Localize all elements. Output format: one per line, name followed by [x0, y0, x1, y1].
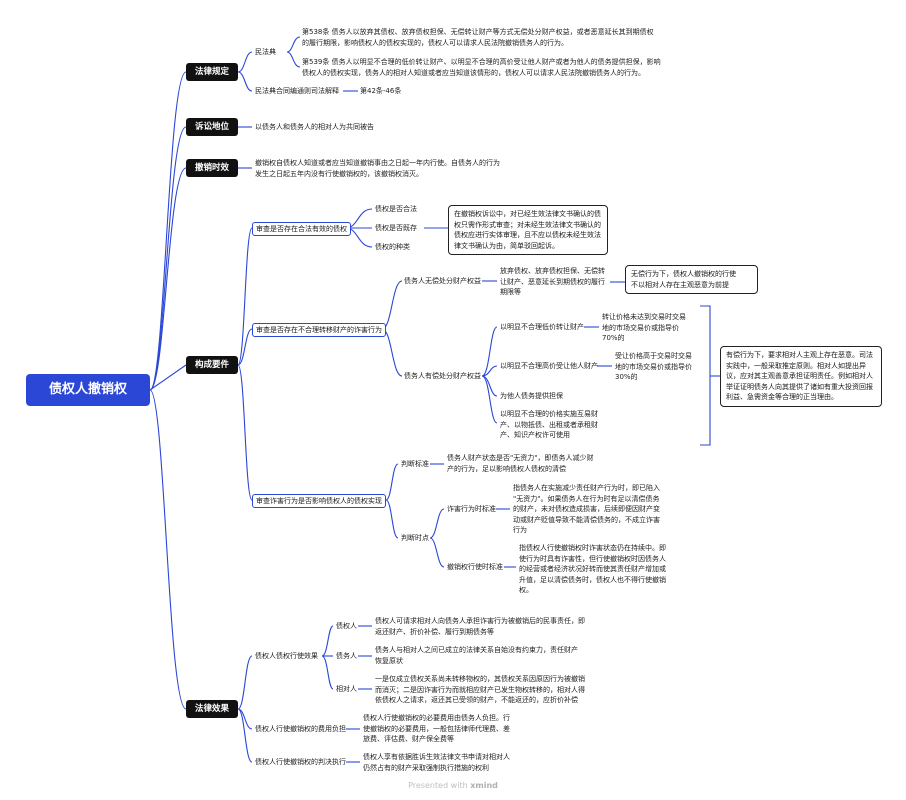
low-price-label: 以明显不合理低价转让财产	[500, 323, 584, 331]
gratuitous-note: 无偿行为下，债权人撤销权的行使 不以相对人存在主观恶意为前提	[625, 265, 758, 294]
topic-legal-effects[interactable]: 法律效果	[186, 700, 238, 718]
time-limit-text: 撤销权自债权人知道或者应当知道撤销事由之日起一年内行使。自债务人的行为 发生之日…	[255, 159, 500, 178]
topic-litigation-status[interactable]: 诉讼地位	[186, 118, 238, 136]
footer-prefix: Presented with	[408, 781, 471, 790]
cost-burden-text: 债权人行使撤销权的必要费用由债务人负担。行 使撤销权的必要费用，一般包括律师代理…	[363, 714, 510, 743]
exercise-time-standard-text: 指债权人行使撤销权时诈害状态仍在持续中。即 使行为时具有诈害性，但行使撤销权时因…	[519, 544, 666, 594]
valid-claim-note: 在撤销权诉讼中，对已经生效法律文书确认的债 权只需作形式审查；对未经生效法律文书…	[448, 205, 608, 255]
debtor-effect-text: 债务人与相对人之间已成立的法律关系自始没有约束力，责任财产 恢复原状	[375, 646, 578, 665]
high-price-label: 以明显不合理高价受让他人财产	[500, 362, 598, 370]
topic-elements[interactable]: 构成要件	[186, 356, 238, 374]
other-unreasonable-price-text: 以明显不合理的价格实施互易财 产、以物抵债、出租或者承租财 产、知识产权许可使用	[500, 410, 598, 439]
exercise-effect-label: 债权人债权行使效果	[255, 652, 318, 660]
enforcement-text: 债权人享有依据胜诉生效法律文书申请对相对人 仍然占有的财产采取强制执行措施的权利	[363, 753, 510, 772]
subtopic-fraud-transfer[interactable]: 审查是否存在不合理转移财产的诈害行为	[252, 323, 386, 337]
xmind-brand: xmind	[470, 781, 498, 790]
fraud-time-standard-label: 诈害行为时标准	[447, 505, 496, 513]
gratuitous-disposal-text: 放弃债权、放弃债权担保、无偿转 让财产、恶意延长到期债权的履行 期限等	[500, 267, 605, 296]
creditor-label: 债权人	[336, 622, 357, 630]
root-topic[interactable]: 债权人撤销权	[26, 374, 150, 406]
high-price-desc: 受让价格高于交易时交易 地的市场交易价或指导价 30%的	[615, 352, 692, 381]
gratuitous-disposal-label: 债务人无偿处分财产权益	[404, 277, 481, 285]
litigation-status-text: 以债务人和债务人的相对人为共同被告	[255, 123, 374, 131]
guarantee-label: 为他人债务提供担保	[500, 392, 563, 400]
cost-burden-label: 债权人行使撤销权的费用负担	[255, 725, 346, 733]
counterparty-effect-text: 一是仅成立债权关系尚未转移物权的，其债权关系因原因行为被撤销 而消灭；二是因诈害…	[375, 675, 585, 704]
civil-code-label: 民法典	[255, 48, 276, 56]
judgment-standard-label: 判断标准	[401, 460, 429, 468]
subtopic-impact[interactable]: 审查诈害行为是否影响债权人的债权实现	[252, 494, 386, 508]
topic-time-limit[interactable]: 撤销时效	[186, 159, 238, 177]
creditor-effect-text: 债权人可请求相对人向债务人承担诈害行为被撤销后的民事责任，即 返还财产、折价补偿…	[375, 617, 585, 636]
counterparty-label: 相对人	[336, 685, 357, 693]
low-price-desc: 转让价格未达到交易时交易 地的市场交易价或指导价 70%的	[602, 313, 686, 342]
interpretation-label: 民法典合同编通则司法解释	[255, 87, 339, 95]
fraud-time-standard-text: 指债务人在实施减少责任财产行为时，即已陷入 "无资力"。如果债务人在行为时有足以…	[513, 484, 660, 534]
article-538-text: 第538条 债务人以放弃其债权、放弃债权担保、无偿转让财产等方式无偿处分财产权益…	[302, 28, 654, 47]
valid-claim-item-legal: 债权是否合法	[375, 205, 417, 213]
judgment-standard-text: 债务人财产状态是否"无资力"，即债务人减少财 产的行为，足以影响债权人债权的清偿	[447, 454, 594, 473]
valid-claim-item-type: 债权的种类	[375, 243, 410, 251]
articles-range-label: 第42条-46条	[360, 87, 402, 95]
topic-legal-provisions[interactable]: 法律规定	[186, 63, 238, 81]
presented-with-footer: Presented with xmind	[0, 781, 906, 790]
valid-claim-item-existing: 债权是否既存	[375, 224, 417, 232]
subtopic-valid-claim[interactable]: 审查是否存在合法有效的债权	[252, 222, 351, 236]
onerous-disposal-label: 债务人有偿处分财产权益	[404, 372, 481, 380]
article-539-text: 第539条 债务人以明显不合理的低价转让财产、以明显不合理的高价受让他人财产或者…	[302, 58, 661, 77]
onerous-note: 有偿行为下，要求相对人主观上存在恶意。司法 实践中，一般采取推定原则。相对人如提…	[720, 346, 882, 407]
enforcement-label: 债权人行使撤销权的判决执行	[255, 758, 346, 766]
debtor-label: 债务人	[336, 652, 357, 660]
judgment-timing-label: 判断时点	[401, 534, 429, 542]
exercise-time-standard-label: 撤销权行使时标准	[447, 563, 503, 571]
